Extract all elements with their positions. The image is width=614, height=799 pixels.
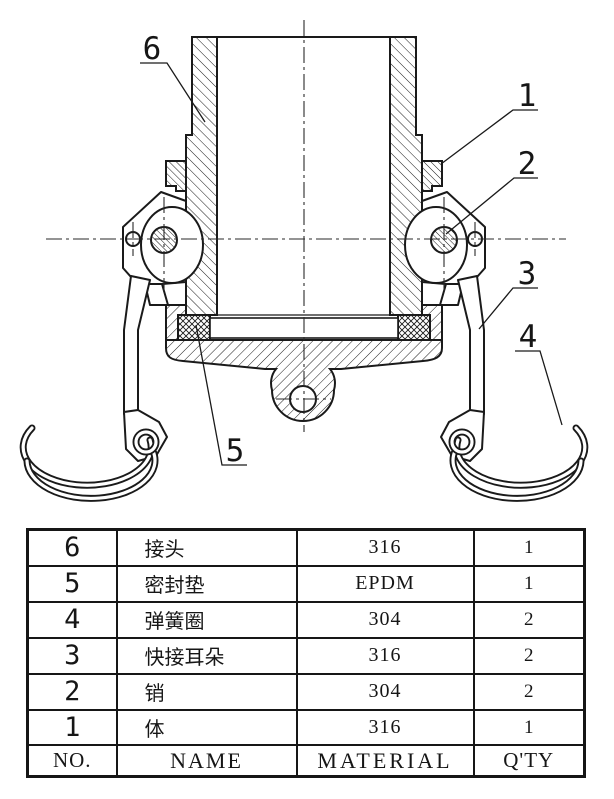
body-lug-right <box>421 160 443 192</box>
part-no: 5 <box>26 564 118 603</box>
leader-line-1 <box>440 109 538 165</box>
handle-left <box>123 275 151 415</box>
part-no: 2 <box>26 672 118 711</box>
header-no: NO. <box>26 744 118 778</box>
gasket-right <box>397 314 431 341</box>
gasket-left <box>177 314 211 341</box>
part-name: 快接耳朵 <box>115 636 298 675</box>
part-no: 1 <box>26 708 118 747</box>
table-row: 4 弹簧圈 304 2 <box>26 600 586 639</box>
part-name: 体 <box>115 708 298 747</box>
leader-line-3 <box>478 287 538 330</box>
part-callout-2: 2 <box>518 146 537 182</box>
leader-line-4 <box>515 350 563 426</box>
part-callout-3: 3 <box>518 256 537 292</box>
table-row: 6 接头 316 1 <box>26 528 586 567</box>
part-qty: 2 <box>472 672 586 711</box>
spring-ring-left <box>19 424 160 502</box>
part-material: 304 <box>295 600 475 639</box>
part-callout-6: 6 <box>143 31 162 67</box>
part-callout-5: 5 <box>226 433 245 469</box>
table-header-row: NO. NAME MATERIAL Q'TY <box>26 744 586 778</box>
table-row: 2 销 304 2 <box>26 672 586 711</box>
table-row: 3 快接耳朵 316 2 <box>26 636 586 675</box>
table-row: 5 密封垫 EPDM 1 <box>26 564 586 603</box>
spring-ring-right <box>448 424 589 502</box>
part-name: 密封垫 <box>115 564 298 603</box>
leader-line-6 <box>140 62 206 123</box>
part-name: 销 <box>115 672 298 711</box>
header-name: NAME <box>115 744 298 778</box>
camlock-coupling-section-view: 6 1 2 3 4 5 <box>19 20 589 502</box>
part-qty: 1 <box>472 564 586 603</box>
part-no: 4 <box>26 600 118 639</box>
part-material: 304 <box>295 672 475 711</box>
part-no: 3 <box>26 636 118 675</box>
part-material: 316 <box>295 636 475 675</box>
body-lug-left <box>165 160 187 192</box>
part-name: 接头 <box>115 528 298 567</box>
part-name: 弹簧圈 <box>115 600 298 639</box>
part-callout-1: 1 <box>518 78 537 114</box>
bill-of-materials-table: 6 接头 316 1 5 密封垫 EPDM 1 4 弹簧圈 304 2 3 快接… <box>26 528 586 778</box>
part-material: 316 <box>295 528 475 567</box>
part-material: EPDM <box>295 564 475 603</box>
part-qty: 1 <box>472 528 586 567</box>
part-qty: 2 <box>472 600 586 639</box>
leader-line-5 <box>195 324 247 466</box>
part-material: 316 <box>295 708 475 747</box>
part-qty: 1 <box>472 708 586 747</box>
part-callout-4: 4 <box>519 319 538 355</box>
leader-line-2 <box>445 177 538 235</box>
header-qty: Q'TY <box>472 744 586 778</box>
handle-right <box>457 275 485 415</box>
header-material: MATERIAL <box>295 744 475 778</box>
part-no: 6 <box>26 528 118 567</box>
table-row: 1 体 316 1 <box>26 708 586 747</box>
part-qty: 2 <box>472 636 586 675</box>
